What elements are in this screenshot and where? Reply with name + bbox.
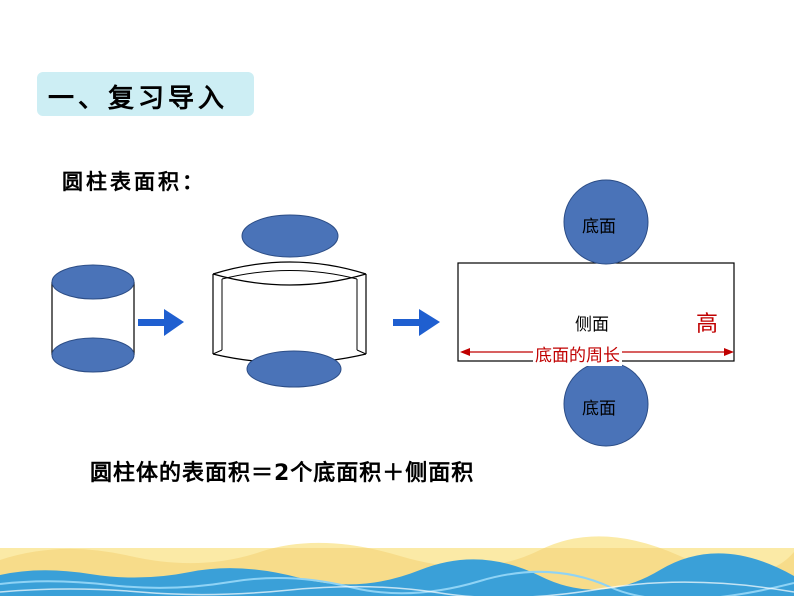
top-base-label: 底面 [582,217,616,237]
unrolled-top-base [241,214,339,258]
section-title-box [37,72,254,116]
lateral-label: 侧面 [575,315,609,335]
cylinder-closed [51,264,135,373]
footer-decoration [0,536,794,596]
cylinder-bottom-base [51,337,135,373]
cylinder-top-base [51,264,135,300]
net-top-circle [563,179,649,265]
unrolled-bottom-base [246,350,342,388]
section-title: 一、复习导入 [48,84,229,114]
bottom-base-label: 底面 [582,399,616,419]
arrow-2 [393,309,440,336]
subtitle: 圆柱表面积： [62,170,206,194]
cylinder-unrolling [212,214,367,388]
circumference-label: 底面的周长 [533,341,622,366]
height-label: 高 [696,312,719,337]
arrow-1 [138,309,184,336]
surface-area-formula: 圆柱体的表面积＝2个底面积＋侧面积 [90,461,475,486]
